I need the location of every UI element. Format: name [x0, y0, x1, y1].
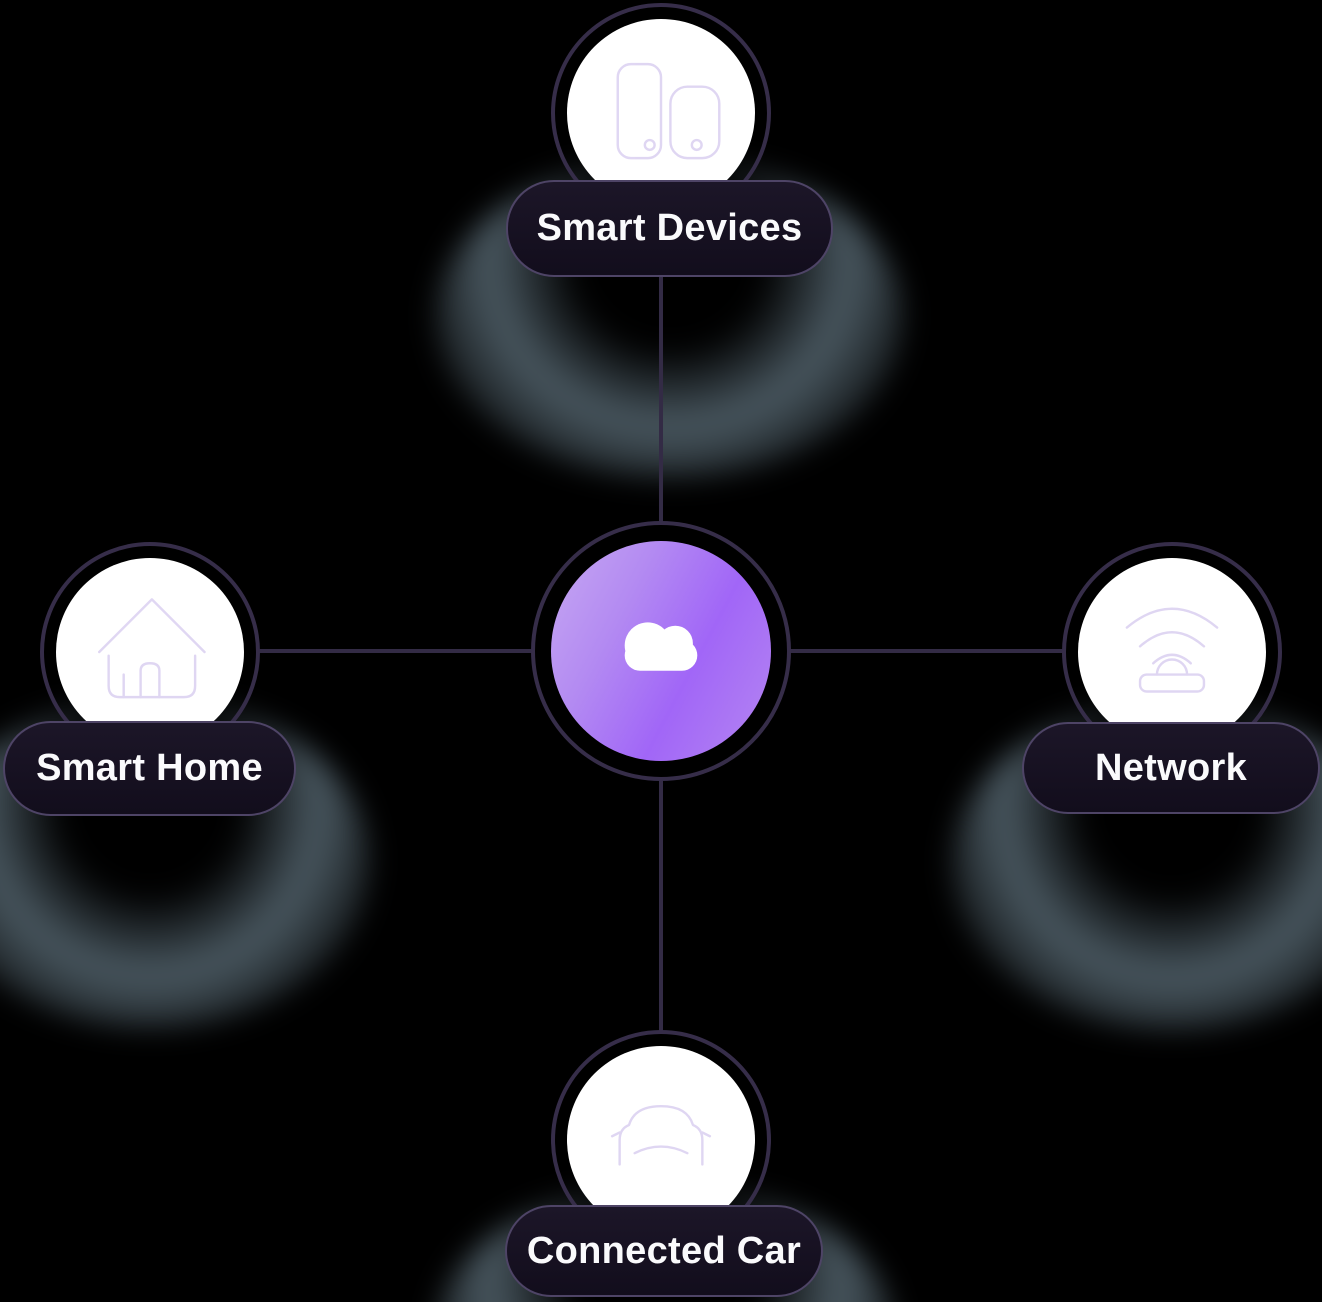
hub-ring [531, 521, 791, 781]
hub-circle [551, 541, 771, 761]
wifi-router-icon [1125, 607, 1219, 693]
node-smart-home [40, 542, 260, 762]
label-pill-smart-home: Smart Home [3, 721, 296, 816]
connector-line-top [659, 277, 663, 523]
node-label: Network [1094, 746, 1248, 789]
connector-line-right [789, 649, 1064, 653]
node-circle [567, 1046, 755, 1234]
node-connected-car [551, 1030, 771, 1250]
node-circle [567, 19, 755, 207]
cloud-icon [624, 622, 698, 671]
node-network [1062, 542, 1282, 762]
node-circle [1078, 558, 1266, 746]
node-circle [56, 558, 244, 746]
car-icon [610, 1104, 712, 1166]
label-pill-network: Network [1022, 722, 1320, 814]
node-label: Connected Car [526, 1229, 802, 1272]
node-label: Smart Home [36, 747, 263, 789]
smart-home-icon [98, 598, 206, 699]
connector-line-bottom [659, 781, 663, 1031]
node-label: Smart Devices [536, 207, 803, 249]
label-pill-smart-devices: Smart Devices [506, 180, 833, 277]
smart-devices-icon [616, 62, 721, 160]
label-pill-connected-car: Connected Car [505, 1205, 823, 1297]
connector-line-left [258, 649, 533, 653]
